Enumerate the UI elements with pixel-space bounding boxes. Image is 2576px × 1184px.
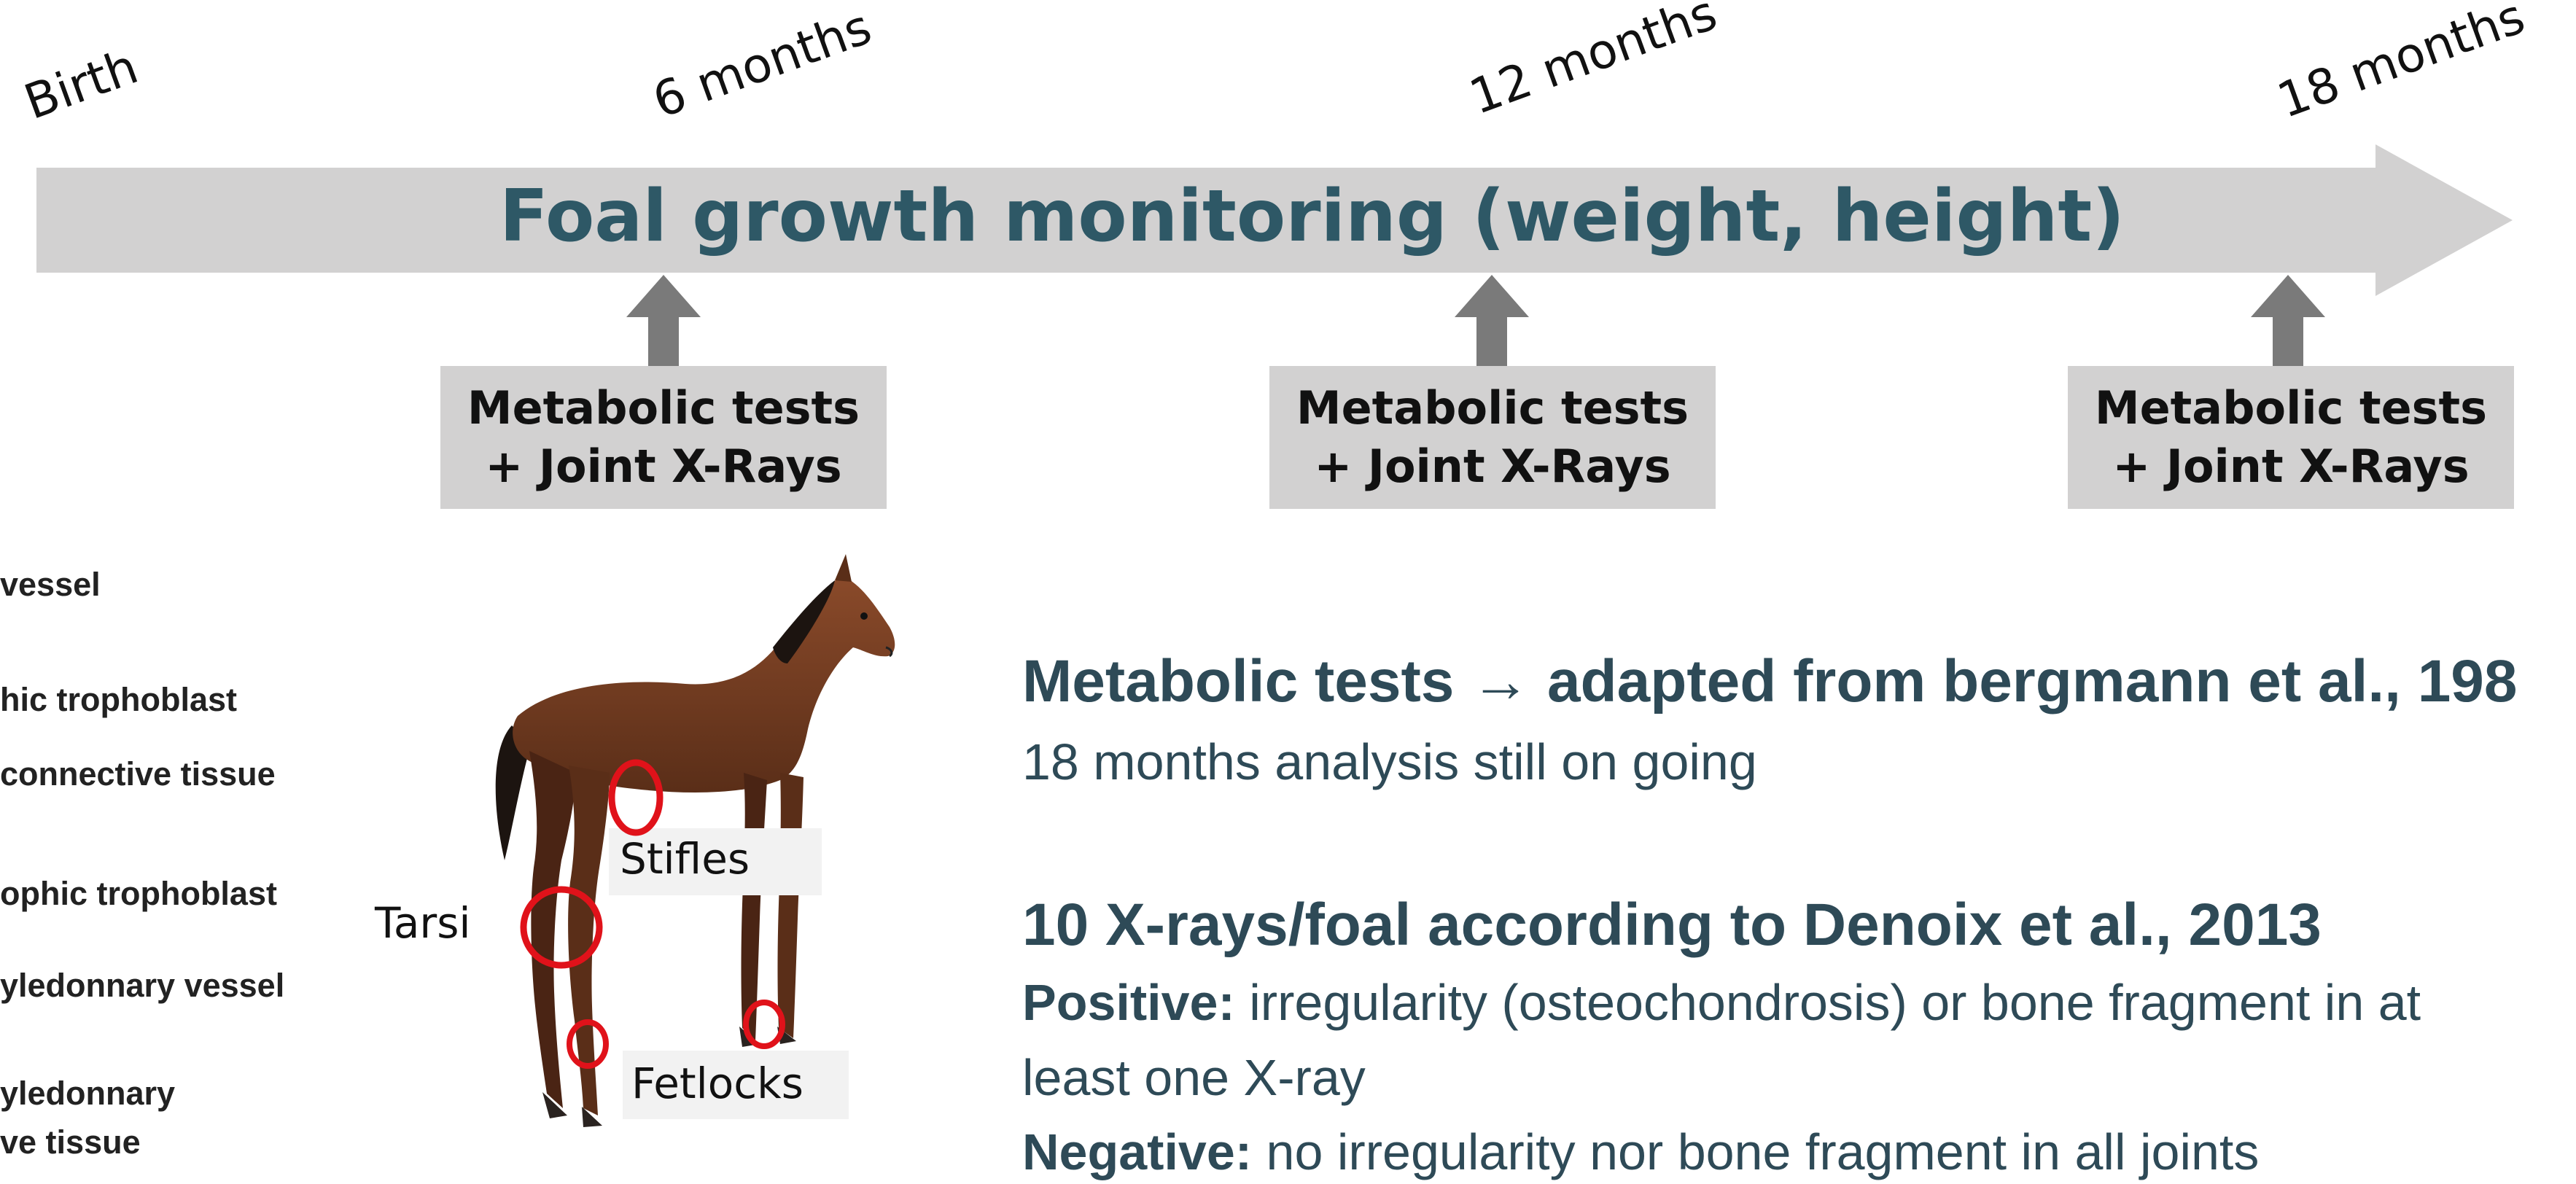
up-arrow-icon: [1455, 275, 1529, 367]
tarsus-circle: [520, 886, 603, 969]
joint-label-fetlocks: Fetlocks: [631, 1059, 803, 1108]
timeline-arrow-shape: [36, 144, 2513, 296]
up-arrow-icon: [2251, 275, 2325, 367]
positive-text: irregularity (osteochondrosis) or bone f…: [1234, 974, 2421, 1031]
positive-line-2: least one X-ray: [1022, 1049, 1366, 1106]
fetlocks-label-bg: [623, 1051, 849, 1119]
test-box-line1: Metabolic tests: [2094, 381, 2488, 435]
stifles-label-bg: [609, 828, 822, 895]
metabolic-heading: Metabolic tests → adapted from bergmann …: [1022, 648, 2518, 714]
legend-item: hic trophoblast: [0, 681, 237, 718]
negative-line: Negative: no irregularity nor bone fragm…: [1022, 1123, 2259, 1181]
negative-label: Negative:: [1022, 1123, 1253, 1180]
joint-label-tarsi: Tarsi: [375, 898, 471, 948]
legend-item: vessel: [0, 566, 101, 603]
legend-item: yledonnary: [0, 1075, 176, 1112]
positive-line: Positive: irregularity (osteochondrosis)…: [1022, 973, 2421, 1032]
foal-illustration: [495, 554, 895, 1127]
test-box-6-months: Metabolic tests + Joint X-Rays: [440, 366, 887, 509]
joint-label-stifles: Stifles: [620, 834, 750, 884]
test-box-line2: + Joint X-Rays: [2112, 440, 2470, 493]
banner-title: Foal growth monitoring (weight, height): [499, 175, 2125, 258]
legend-item: yledonnary vessel: [0, 967, 285, 1004]
legend-item: ophic trophoblast: [0, 875, 277, 912]
negative-text: no irregularity nor bone fragment in all…: [1252, 1123, 2260, 1180]
test-box-line1: Metabolic tests: [1296, 381, 1689, 435]
stifle-circle: [608, 759, 664, 836]
test-box-12-months: Metabolic tests + Joint X-Rays: [1269, 366, 1716, 509]
timeline-arrow: [36, 144, 2513, 296]
test-box-line2: + Joint X-Rays: [485, 440, 842, 493]
xray-heading: 10 X-rays/foal according to Denoix et al…: [1022, 892, 2322, 958]
up-arrow-icon: [626, 275, 701, 367]
test-box-line2: + Joint X-Rays: [1314, 440, 1671, 493]
metabolic-note: 18 months analysis still on going: [1022, 733, 1757, 790]
test-box-18-months: Metabolic tests + Joint X-Rays: [2068, 366, 2514, 509]
legend-item: ve tissue: [0, 1123, 141, 1161]
fetlock-circle-front: [743, 1000, 785, 1049]
test-box-line1: Metabolic tests: [467, 381, 860, 435]
legend-item: connective tissue: [0, 755, 276, 792]
fetlock-circle-hind: [567, 1019, 609, 1069]
positive-label: Positive:: [1022, 974, 1235, 1031]
